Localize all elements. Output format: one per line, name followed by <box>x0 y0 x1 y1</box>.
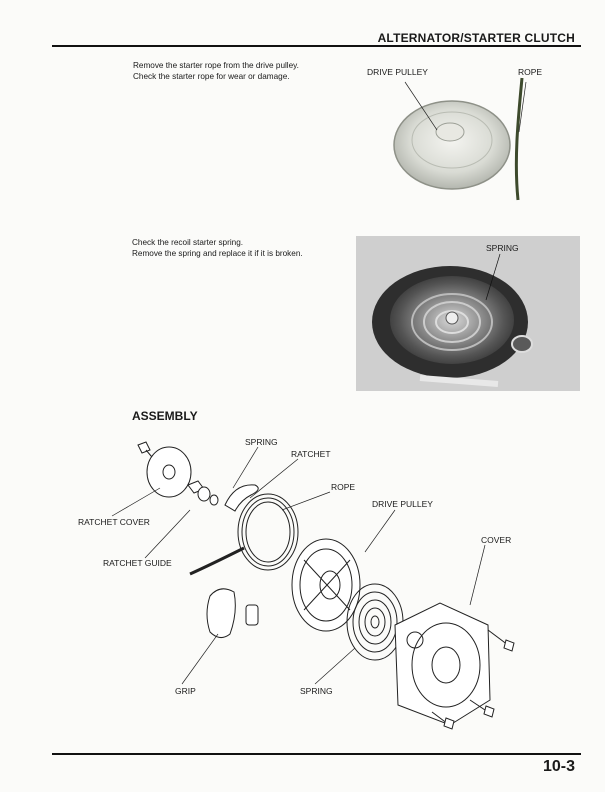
bolt-icon <box>469 699 495 718</box>
label-ratchet: RATCHET <box>291 449 331 459</box>
spring-part <box>346 583 404 661</box>
label-grip: GRIP <box>175 686 196 696</box>
instruction-line: Check the starter rope for wear or damag… <box>133 72 290 81</box>
label-ratchet-cover: RATCHET COVER <box>78 517 150 527</box>
footer-rule <box>52 753 581 755</box>
instruction-line: Remove the spring and replace it if it i… <box>132 249 303 258</box>
exploded-assembly-drawing <box>111 441 515 730</box>
label-spring-bottom: SPRING <box>300 686 333 696</box>
ratchet-part <box>224 484 259 512</box>
page-number: 10-3 <box>542 758 575 775</box>
ratchet-guide-part <box>187 480 219 506</box>
instructions-rope: Remove the starter rope from the drive p… <box>133 60 299 82</box>
instructions-spring: Check the recoil starter spring. Remove … <box>132 237 303 259</box>
label-spring-top: SPRING <box>245 437 278 447</box>
assembly-heading: ASSEMBLY <box>132 409 198 423</box>
recoil-spring-photo <box>356 236 580 391</box>
instruction-line: Check the recoil starter spring. <box>132 238 244 247</box>
cover-part <box>394 602 491 726</box>
label-rope-assembly: ROPE <box>331 482 356 492</box>
label-drive-pulley-assembly: DRIVE PULLEY <box>372 499 433 509</box>
rope-coil-part <box>189 493 299 576</box>
grip-part <box>206 588 259 638</box>
label-cover: COVER <box>481 535 512 545</box>
label-rope: ROPE <box>518 67 543 77</box>
instruction-line: Remove the starter rope from the drive p… <box>133 61 299 70</box>
ratchet-cover-part <box>146 446 192 498</box>
bolt-icon <box>487 629 515 652</box>
label-spring-photo: SPRING <box>486 243 519 253</box>
bolt-icon <box>431 711 455 730</box>
drive-pulley-part <box>291 538 361 632</box>
label-drive-pulley: DRIVE PULLEY <box>367 67 428 77</box>
header-rule <box>52 45 581 47</box>
drive-pulley-photo <box>393 77 527 201</box>
label-ratchet-guide: RATCHET GUIDE <box>103 558 172 568</box>
page-header-title: ALTERNATOR/STARTER CLUTCH <box>377 31 575 45</box>
